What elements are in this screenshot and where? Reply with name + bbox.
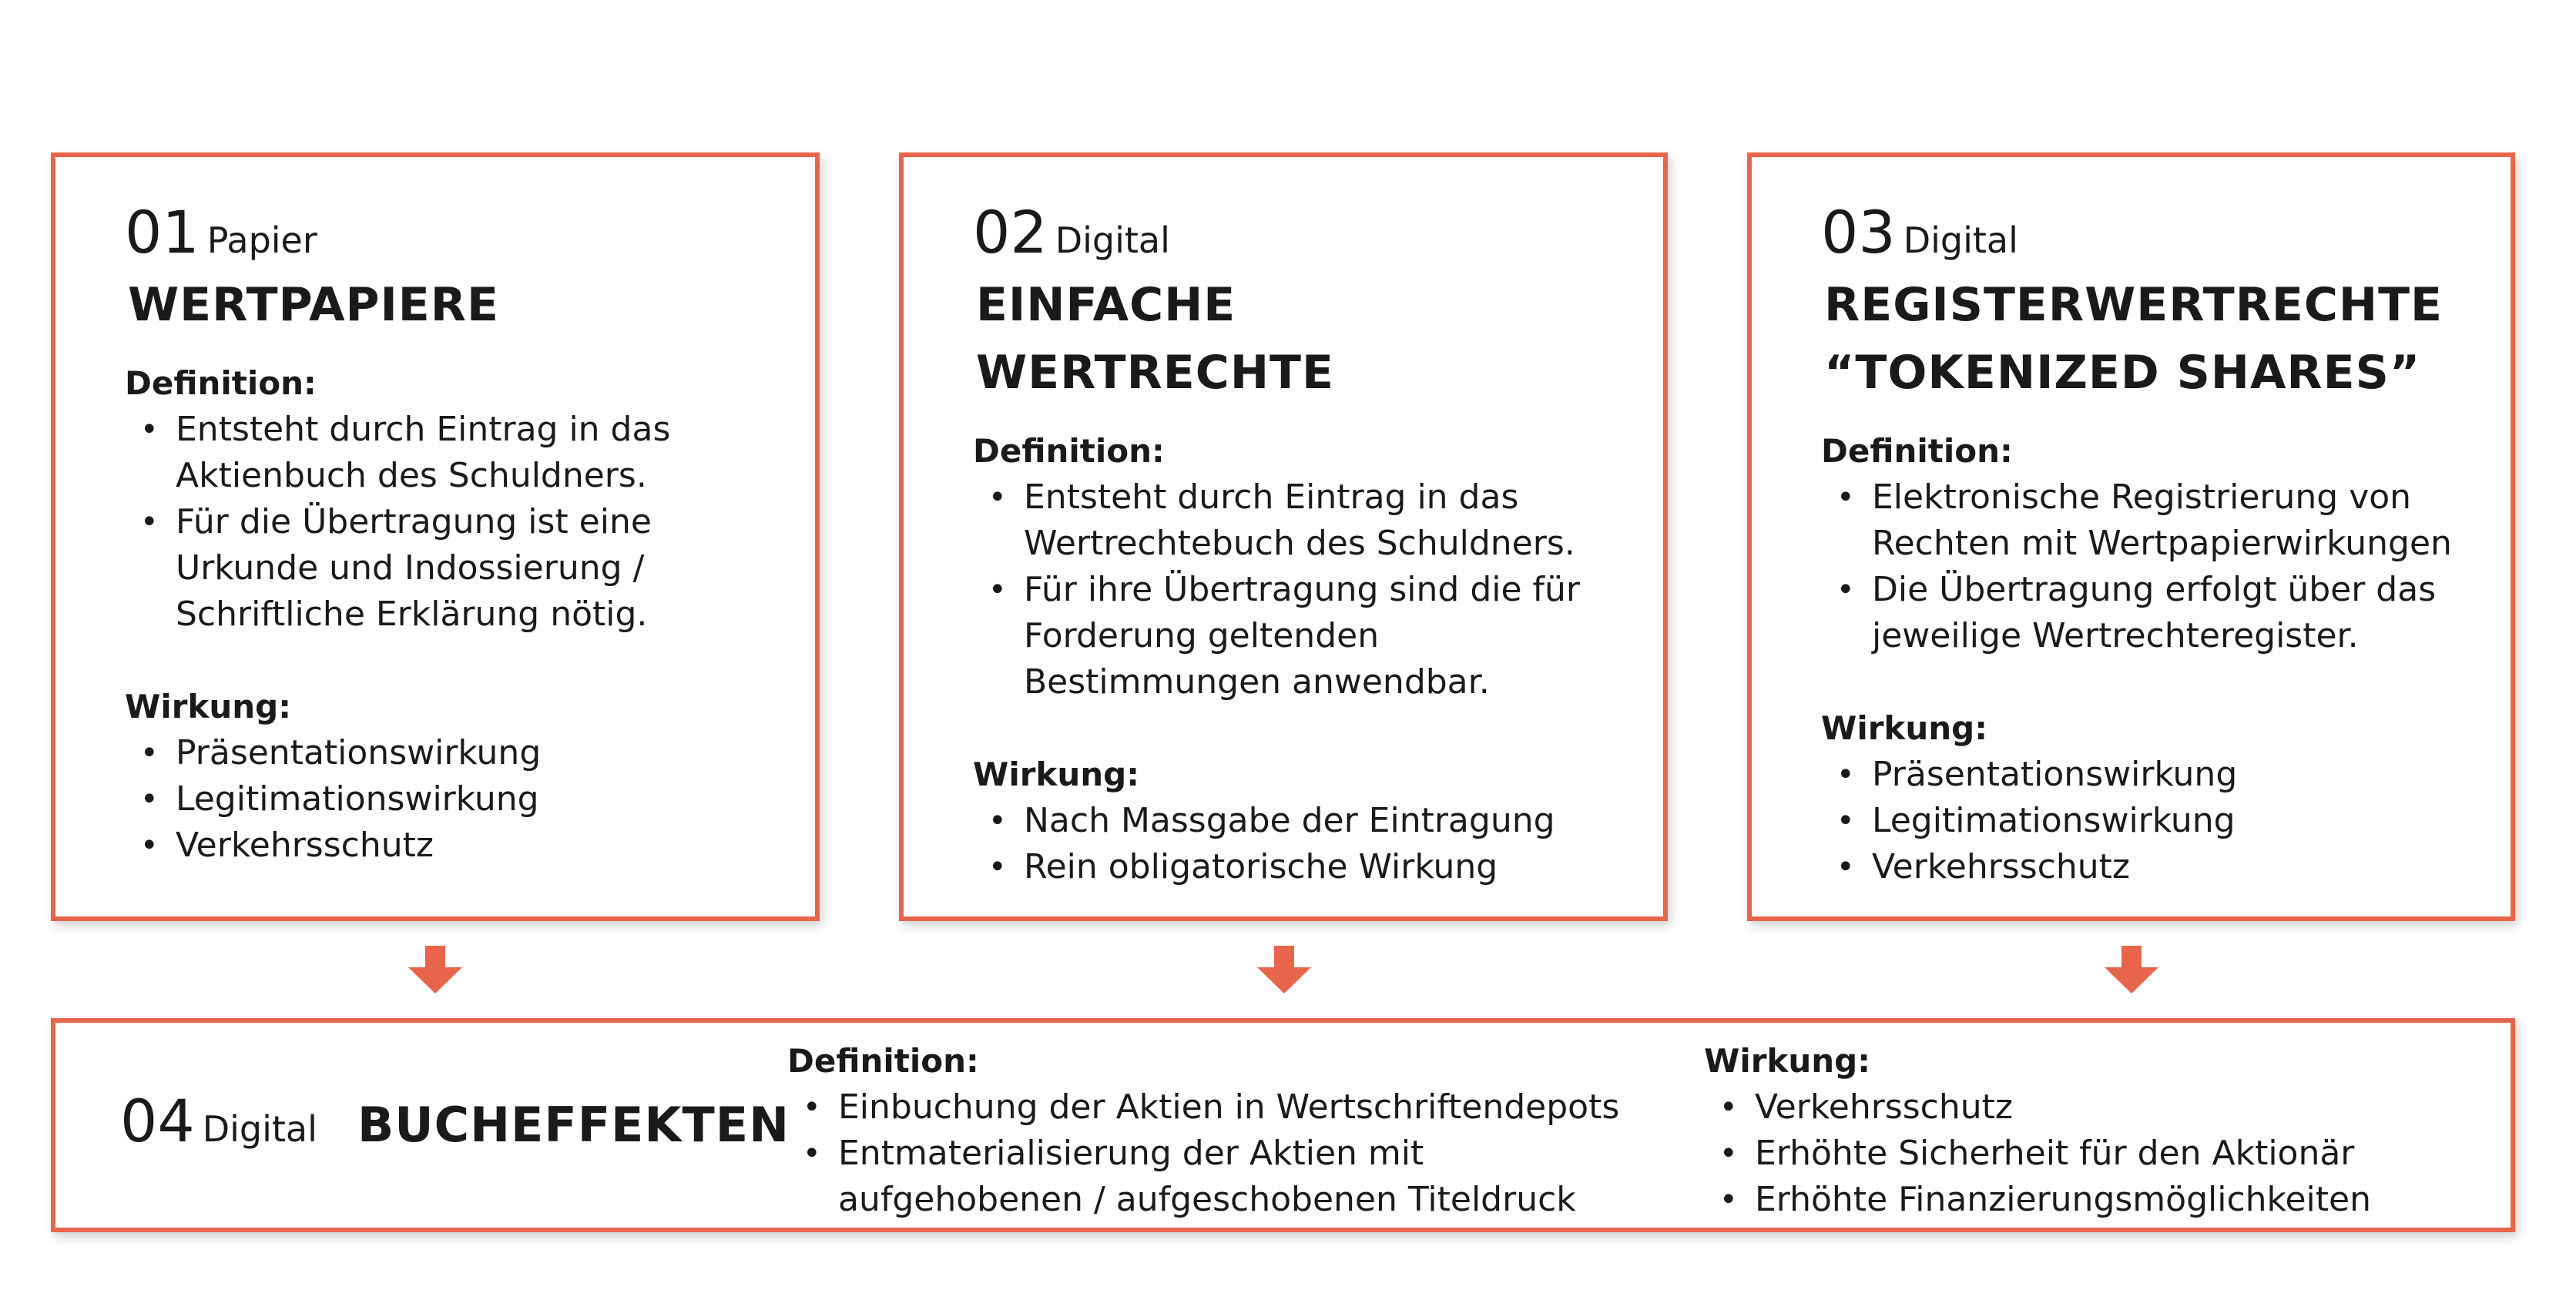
list-item: Die Übertragung erfolgt über das jeweili… xyxy=(1821,567,2480,659)
definition-label: Definition: xyxy=(1821,432,2013,470)
list-item: Für die Übertragung ist eine Urkunde und… xyxy=(125,499,784,638)
list-item: Erhöhte Finanzierungsmöglichkeiten xyxy=(1704,1177,2474,1223)
definition-column: Definition: Einbuchung der Aktien in Wer… xyxy=(787,1038,1673,1223)
effect-list: Verkehrsschutz Erhöhte Sicherheit für de… xyxy=(1704,1084,2474,1223)
effect-label: Wirkung: xyxy=(125,688,292,725)
card-number: 01 xyxy=(125,198,200,266)
definition-list: Einbuchung der Aktien in Wertschriftende… xyxy=(787,1084,1673,1223)
definition-label: Definition: xyxy=(973,432,1165,470)
definition-list: Elektronische Registrierung von Rechten … xyxy=(1821,474,2480,659)
effect-list: Nach Massgabe der Eintragung Rein obliga… xyxy=(973,798,1632,890)
card-kind: Papier xyxy=(206,219,317,261)
list-item: Legitimationswirkung xyxy=(1821,798,2480,844)
definition-list: Entsteht durch Eintrag in das Wertrechte… xyxy=(973,474,1632,705)
card-title: WERTPAPIERE xyxy=(128,271,784,339)
list-item: Elektronische Registrierung von Rechten … xyxy=(1821,474,2480,567)
card-kind: Digital xyxy=(202,1108,317,1150)
effect-list: Präsentationswirkung Legitimationswirkun… xyxy=(1821,752,2480,890)
definition-label: Definition: xyxy=(125,364,317,402)
arrow-down-icon xyxy=(1257,946,1311,993)
list-item: Verkehrsschutz xyxy=(1704,1084,2474,1131)
card-title: EINFACHE WERTRECHTE xyxy=(976,271,1632,407)
definition-list: Entsteht durch Eintrag in das Aktienbuch… xyxy=(125,407,784,638)
list-item: Erhöhte Sicherheit für den Aktionär xyxy=(1704,1131,2474,1177)
card-title-line: WERTRECHTE xyxy=(976,346,1334,400)
effect-label: Wirkung: xyxy=(1821,709,1988,747)
effect-label: Wirkung: xyxy=(973,756,1140,793)
arrow-down-icon xyxy=(408,946,462,993)
list-item: Präsentationswirkung xyxy=(1821,752,2480,798)
list-item: Verkehrsschutz xyxy=(1821,844,2480,890)
card-number: 02 xyxy=(973,198,1048,266)
list-item: Entmaterialisierung der Aktien mit aufge… xyxy=(787,1131,1673,1223)
list-item: Für ihre Übertragung sind die für Forder… xyxy=(973,567,1632,705)
effect-column: Wirkung: Verkehrsschutz Erhöhte Sicherhe… xyxy=(1704,1038,2474,1223)
card-kind: Digital xyxy=(1903,219,2018,261)
card-title-line: WERTPAPIERE xyxy=(128,278,499,332)
list-item: Legitimationswirkung xyxy=(125,776,784,823)
list-item: Entsteht durch Eintrag in das Wertrechte… xyxy=(973,474,1632,567)
card-title: REGISTERWERTRECHTE “TOKENIZED SHARES” xyxy=(1824,271,2480,407)
list-item: Präsentationswirkung xyxy=(125,730,784,776)
list-item: Rein obligatorische Wirkung xyxy=(973,844,1632,890)
card-title-line: “TOKENIZED SHARES” xyxy=(1824,346,2421,400)
effect-list: Präsentationswirkung Legitimationswirkun… xyxy=(125,730,784,869)
card-title: BUCHEFFEKTEN xyxy=(357,1097,790,1153)
list-item: Entsteht durch Eintrag in das Aktienbuch… xyxy=(125,407,784,499)
card-kind: Digital xyxy=(1055,219,1170,261)
list-item: Verkehrsschutz xyxy=(125,823,784,869)
arrow-down-icon xyxy=(2105,946,2158,993)
card-number: 03 xyxy=(1821,198,1896,266)
list-item: Einbuchung der Aktien in Wertschriftende… xyxy=(787,1084,1673,1131)
card-title-line: REGISTERWERTRECHTE xyxy=(1824,278,2444,332)
list-item: Nach Massgabe der Eintragung xyxy=(973,798,1632,844)
card-title-line: EINFACHE xyxy=(976,278,1236,332)
effect-label: Wirkung: xyxy=(1704,1042,1871,1080)
definition-label: Definition: xyxy=(787,1042,979,1080)
card-number: 04 xyxy=(120,1087,195,1155)
